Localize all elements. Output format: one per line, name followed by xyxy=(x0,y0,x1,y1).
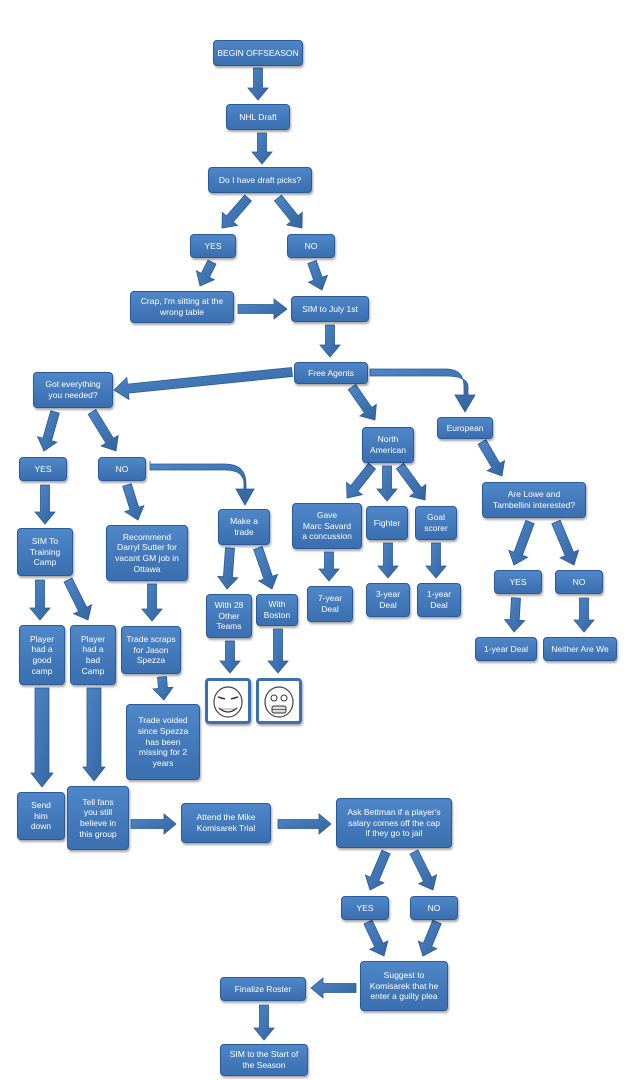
sim-july-box: SIM to July 1st xyxy=(291,296,369,322)
good-camp-box: Player had a good camp xyxy=(19,625,65,685)
yes-got-box: YES xyxy=(19,457,67,481)
no-got-box: NO xyxy=(98,457,146,481)
flow-arrow xyxy=(363,919,389,957)
flow-arrow xyxy=(122,483,145,521)
flow-arrow xyxy=(247,67,269,101)
flow-arrow xyxy=(503,597,526,633)
with-boston-box: With Boston xyxy=(256,594,298,626)
flow-arrow-curved xyxy=(369,368,476,413)
neither-are-we-box: Neither Are We xyxy=(543,637,617,661)
flow-arrow xyxy=(346,462,377,499)
three-year-deal-box: 3-year Deal xyxy=(366,583,410,617)
finalize-roster-box: Finalize Roster xyxy=(220,977,306,1001)
no-lowe-box: NO xyxy=(555,570,603,594)
flow-arrow xyxy=(310,977,357,999)
flow-arrow xyxy=(82,687,106,782)
one-year-deal-a-box: 1-year Deal xyxy=(417,583,461,617)
flow-arrow xyxy=(251,132,273,165)
fighter-box: Fighter xyxy=(366,506,408,540)
seven-year-deal-box: 7-year Deal xyxy=(307,586,353,622)
got-everything-box: Got everything you needed? xyxy=(33,372,113,408)
flow-arrow xyxy=(377,542,399,579)
one-year-deal-b-box: 1-year Deal xyxy=(475,637,537,661)
flow-arrow xyxy=(130,813,177,835)
flow-arrow-curved xyxy=(149,461,255,506)
flow-arrow xyxy=(267,628,289,674)
no-bettman-box: NO xyxy=(410,896,458,920)
with-28-teams-box: With 28 Other Teams xyxy=(206,594,252,638)
flow-arrow xyxy=(36,410,60,452)
bad-camp-box: Player had a bad Camp xyxy=(70,625,116,685)
flow-arrow xyxy=(318,551,340,582)
flow-arrow xyxy=(347,383,377,421)
flow-arrow xyxy=(319,324,341,358)
rage-face-icon xyxy=(256,678,302,724)
nhl-draft-box: NHL Draft xyxy=(226,104,290,130)
flow-arrow xyxy=(195,259,217,287)
draft-picks-question-box: Do I have draft picks? xyxy=(208,167,312,193)
flow-arrow xyxy=(29,579,51,621)
yes-bettman-box: YES xyxy=(341,896,389,920)
flow-arrow xyxy=(30,687,54,788)
flow-arrow xyxy=(253,545,279,590)
no-draft-box: NO xyxy=(287,234,335,258)
wrong-table-box: Crap, I'm sitting at the wrong table xyxy=(130,291,234,323)
flow-arrow xyxy=(152,676,174,701)
goal-scorer-box: Goal scorer xyxy=(415,506,457,540)
gave-savard-concussion-box: Gave Marc Savard a concussion xyxy=(292,503,362,549)
north-american-box: North American xyxy=(362,427,414,463)
mike-komisarek-trial-box: Attend the Mike Komisarek Trial xyxy=(181,803,271,843)
flow-arrow xyxy=(217,547,239,590)
flow-arrow xyxy=(237,298,288,320)
flow-arrow xyxy=(573,597,595,633)
flow-arrow xyxy=(63,577,93,621)
flow-arrow xyxy=(376,465,398,502)
flow-arrow xyxy=(307,259,329,291)
flow-arrow xyxy=(417,919,442,957)
flow-arrow xyxy=(34,484,56,525)
european-box: European xyxy=(437,417,493,439)
flow-arrow xyxy=(221,194,252,229)
flow-arrow xyxy=(113,367,293,401)
flow-arrow xyxy=(508,519,535,566)
rage-face-icon xyxy=(205,678,251,724)
yes-lowe-box: YES xyxy=(494,570,542,594)
flow-arrow xyxy=(409,849,438,891)
ask-bettman-box: Ask Bettman if a player's salary comes o… xyxy=(336,798,452,848)
flow-arrow xyxy=(425,542,447,579)
sim-start-season-box: SIM to the Start of the Season xyxy=(220,1044,308,1076)
sim-training-camp-box: SIM To Training Camp xyxy=(17,528,73,576)
trade-voided-box: Trade voided since Spezza has been missi… xyxy=(126,704,200,780)
flow-arrow xyxy=(141,583,163,622)
flow-arrow xyxy=(273,194,303,229)
free-agents-box: Free Agents xyxy=(294,362,368,384)
send-down-box: Send him down xyxy=(17,792,65,840)
flow-arrow xyxy=(477,439,506,477)
tell-fans-box: Tell fans you still believe in this grou… xyxy=(67,786,129,850)
begin-offseason-box: BEGIN OFFSEASON xyxy=(213,40,303,66)
suggest-guilty-plea-box: Suggest to Komisarek that he enter a gui… xyxy=(360,961,448,1011)
trade-scraps-box: Trade scraps for Jason Spezza xyxy=(121,626,181,674)
yes-draft-box: YES xyxy=(190,234,236,258)
flow-arrow xyxy=(87,409,119,452)
make-trade-box: Make a trade xyxy=(218,509,270,545)
recommend-sutter-box: Recommend Darryl Sutter for vacant GM jo… xyxy=(106,525,188,581)
flow-arrow xyxy=(253,1004,275,1041)
lowe-tambellini-box: Are Lowe and Tambellini interested? xyxy=(482,482,586,518)
flow-arrow xyxy=(219,640,241,674)
flow-arrow xyxy=(395,462,427,501)
flow-arrow xyxy=(364,849,391,891)
flow-arrow xyxy=(277,813,332,835)
flow-arrow xyxy=(551,519,580,566)
